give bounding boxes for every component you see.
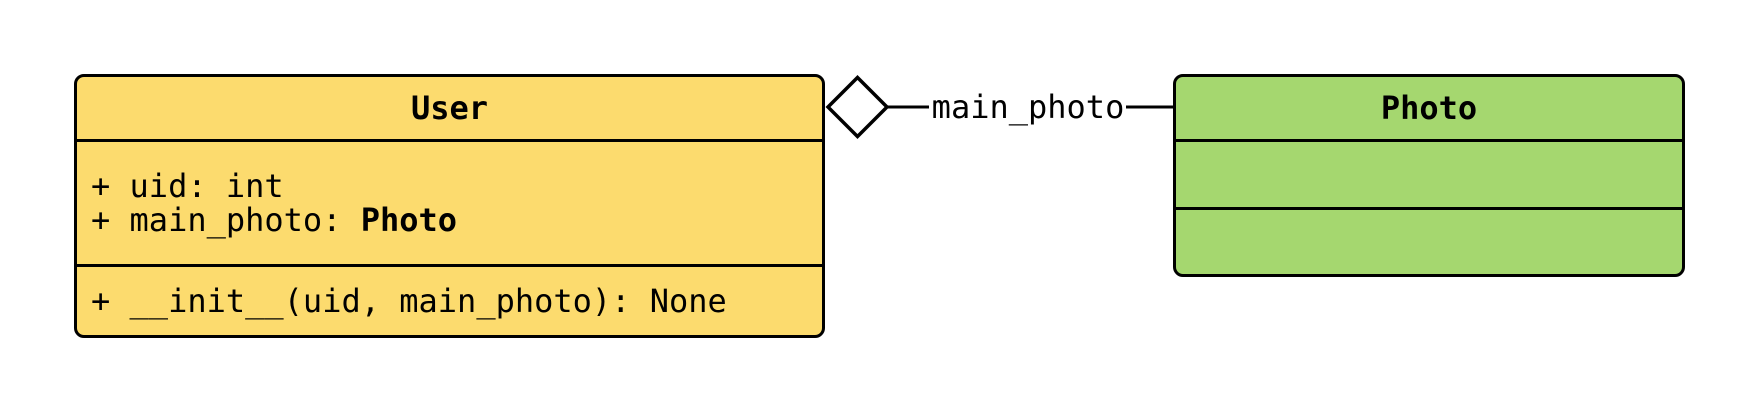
class-name: Photo <box>1380 89 1478 127</box>
aggregation-diamond-icon <box>825 75 890 139</box>
class-title-photo: Photo <box>1176 77 1682 139</box>
attributes-compartment-photo <box>1176 139 1682 207</box>
attributes-compartment-user: + uid: int + main_photo: Photo <box>77 139 822 264</box>
methods-compartment-user: + __init__(uid, main_photo): None <box>77 264 822 335</box>
attribute-item: + uid: int <box>91 167 284 205</box>
class-box-user: User + uid: int + main_photo: Photo + __… <box>74 74 825 338</box>
type-reference: Photo <box>360 201 458 239</box>
class-title-user: User <box>77 77 822 139</box>
attribute-item: + main_photo: Photo <box>77 203 822 237</box>
class-name: User <box>410 89 489 127</box>
relationship-label: main_photo <box>931 88 1125 126</box>
method-item: + __init__(uid, main_photo): None <box>91 282 727 320</box>
attribute-prefix: + main_photo: <box>91 201 361 239</box>
class-box-photo: Photo <box>1173 74 1685 277</box>
methods-compartment-photo <box>1176 207 1682 274</box>
